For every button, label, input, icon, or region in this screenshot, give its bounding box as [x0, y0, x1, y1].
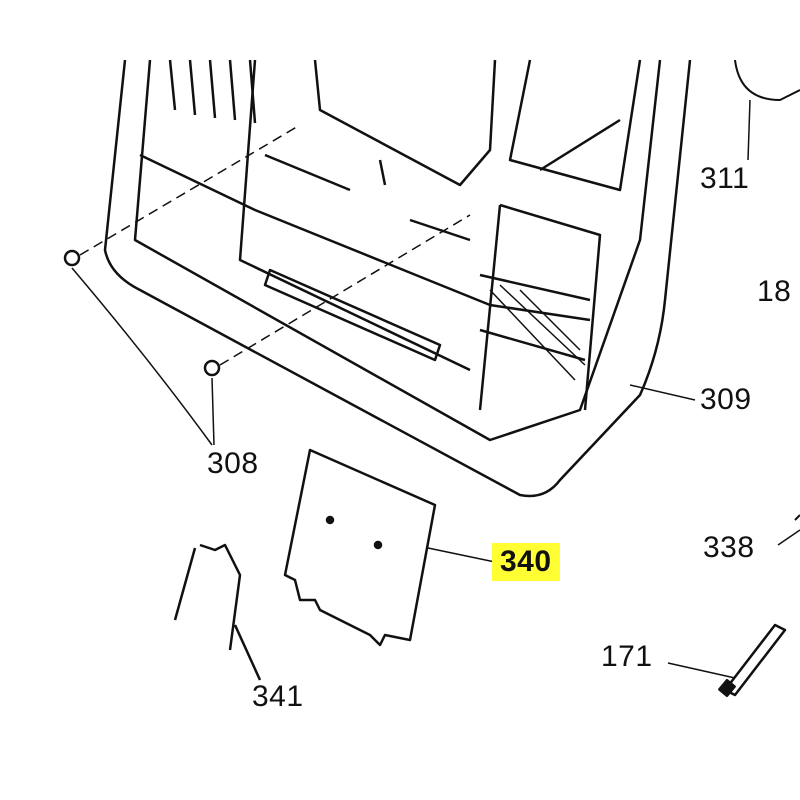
- label-18: 18: [757, 275, 792, 308]
- front-panel-309: [103, 59, 692, 498]
- part-311-outline: [734, 59, 800, 101]
- leader-lines: [629, 99, 800, 679]
- label-338: 338: [703, 531, 755, 564]
- label-340-highlighted: 340: [492, 543, 560, 581]
- part-171: [718, 623, 787, 698]
- label-341: 341: [252, 680, 304, 713]
- plate-340: [283, 448, 496, 647]
- label-309: 309: [700, 383, 752, 416]
- label-311: 311: [700, 162, 750, 195]
- label-308: 308: [207, 447, 259, 480]
- part-338-outline: [794, 514, 800, 521]
- clip-341: [173, 543, 262, 681]
- label-171: 171: [601, 640, 653, 673]
- screws-308: [63, 124, 471, 446]
